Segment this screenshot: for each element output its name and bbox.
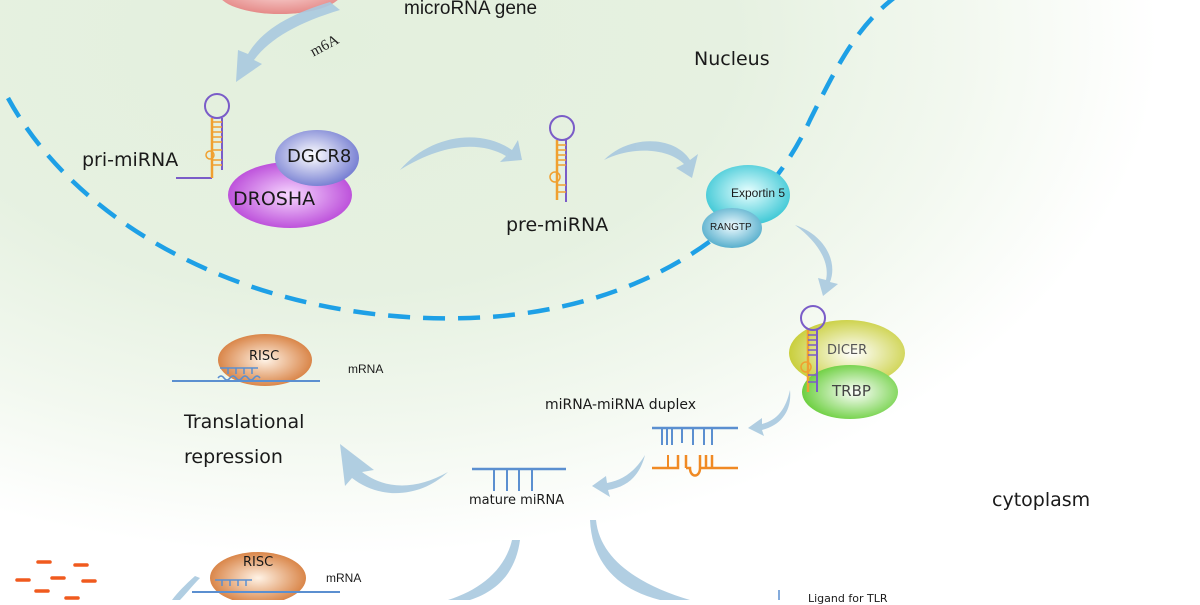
risc-top-label: RISC <box>249 349 280 364</box>
dgcr8-protein <box>275 130 359 186</box>
arrow-mature-to-tlr <box>590 520 690 600</box>
translational-repression-line2: repression <box>184 446 283 468</box>
mrna-bottom-label: mRNA <box>326 571 362 585</box>
nuclear-membrane <box>6 0 896 321</box>
risc-bottom-label: RISC <box>243 555 274 570</box>
arrow-mature-to-repression <box>340 444 448 494</box>
risc-bottom-binding <box>192 579 340 593</box>
mature-mirna-label: mature miRNA <box>469 493 565 508</box>
dicer-label: DICER <box>827 343 868 358</box>
m6a-arrow <box>236 2 340 82</box>
arrow-exportin-to-dicer <box>795 225 838 296</box>
microrna-gene-label: microRNA gene <box>404 0 538 19</box>
mrna-top-label: mRNA <box>348 362 384 376</box>
trbp-protein <box>802 365 898 419</box>
dicer-bound-hairpin <box>800 305 826 392</box>
mature-mirna-strand <box>472 467 566 491</box>
mirna-duplex <box>652 426 738 477</box>
pri-mirna-label: pri-miRNA <box>82 149 179 171</box>
tlr-ligand-label: Ligand for TLR <box>808 592 888 605</box>
arrow-to-fragments <box>172 576 200 600</box>
exportin5-label: Exportin 5 <box>731 186 786 200</box>
duplex-label: miRNA-miRNA duplex <box>545 397 696 413</box>
rangtp-protein <box>702 208 762 248</box>
trbp-label: TRBP <box>832 382 871 400</box>
arrow-dicer-to-duplex <box>748 390 791 436</box>
arrow-pre-to-exportin <box>604 141 698 178</box>
rangtp-label: RANGTP <box>710 222 752 233</box>
arrow-duplex-to-mature <box>592 455 645 497</box>
cytoplasm-label: cytoplasm <box>992 489 1091 511</box>
arrow-drosha-to-pre <box>400 137 522 170</box>
nucleus-label: Nucleus <box>694 48 770 70</box>
pri-mirna-hairpin <box>176 93 230 179</box>
risc-complex-top <box>218 334 312 386</box>
arrow-mature-to-degradation <box>448 540 520 600</box>
pre-mirna-hairpin <box>549 115 575 202</box>
risc-complex-bottom <box>210 552 306 600</box>
dgcr8-label: DGCR8 <box>287 146 352 167</box>
degraded-mrna-fragments <box>15 560 97 600</box>
pre-mirna-label: pre-miRNA <box>506 214 609 236</box>
translational-repression-line1: Translational <box>184 411 305 433</box>
risc-top-binding <box>172 367 320 382</box>
drosha-label: DROSHA <box>233 188 316 210</box>
